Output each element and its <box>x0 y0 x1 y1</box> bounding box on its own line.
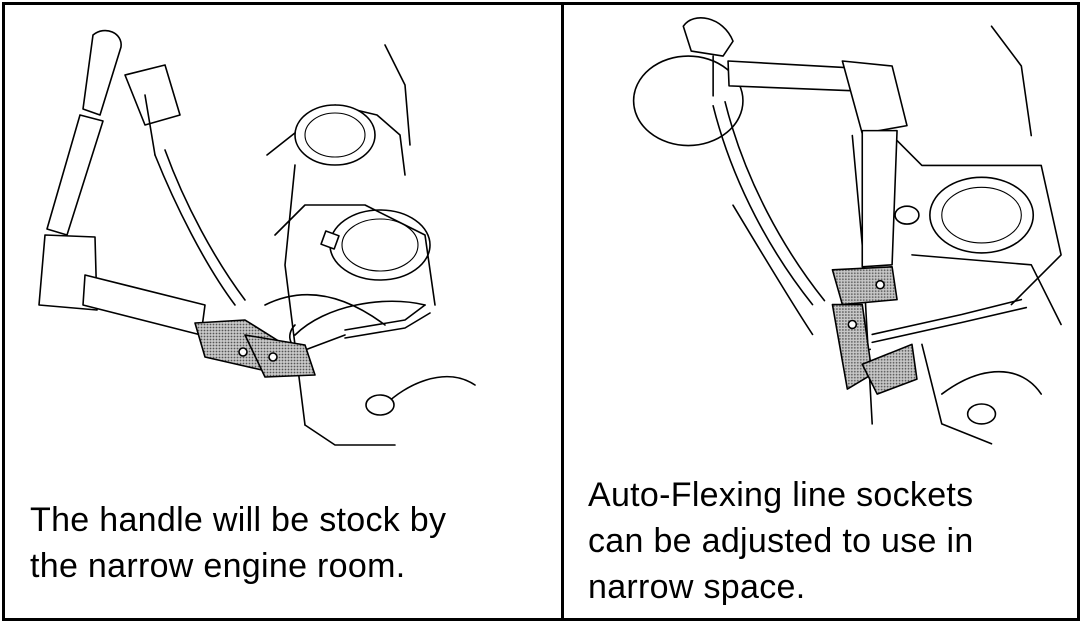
caption-line: Auto-Flexing line sockets <box>588 476 974 514</box>
caption-line: can be adjusted to use in <box>588 522 974 560</box>
engine-block-left <box>264 44 476 446</box>
caption-line: narrow space. <box>588 568 806 606</box>
caption-line: the narrow engine room. <box>30 547 406 585</box>
caption-flexing-socket: Auto-Flexing line sockets can be adjuste… <box>588 472 1085 610</box>
flex-socket-right <box>831 266 918 395</box>
socket-left <box>194 319 316 378</box>
illustration-handle-blocked <box>38 29 476 446</box>
ratchet-handle-right <box>682 17 908 268</box>
caption-handle-blocked: The handle will be stock by the narrow e… <box>30 497 540 589</box>
caption-line: The handle will be stock by <box>30 501 447 539</box>
panel-standard-wrench: The handle will be stock by the narrow e… <box>5 5 564 618</box>
panel-flexing-socket: Auto-Flexing line sockets can be adjuste… <box>564 5 1077 618</box>
ratchet-handle-left <box>38 29 206 336</box>
illustration-flexing-socket <box>632 17 1062 445</box>
